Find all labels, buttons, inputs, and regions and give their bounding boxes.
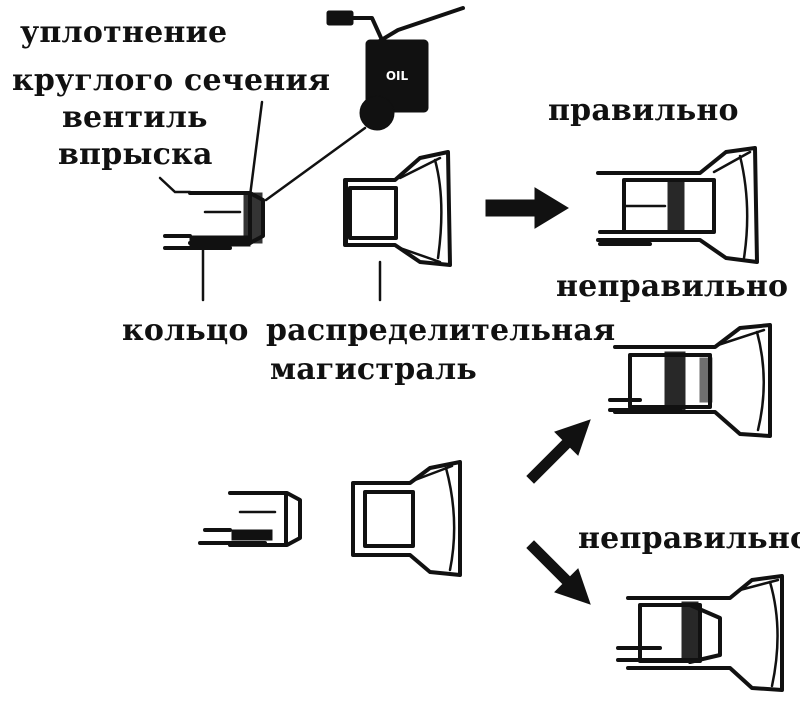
label-cross-section: круглого сечения [12,63,331,98]
arrow-right-icon [485,187,569,229]
oil-can-label: OIL [386,69,409,83]
arrow-up-right-icon [526,419,591,484]
label-correct: правильно [548,93,739,128]
manifold-bottom [351,460,462,577]
label-incorrect-1: неправильно [556,269,789,304]
injector-top [163,191,265,250]
label-distributor: распределительная [266,313,616,348]
oil-can-icon: OIL [264,6,465,202]
assembly-incorrect-2 [616,574,784,692]
label-main: магистраль [270,352,477,387]
label-injection: впрыска [58,137,213,172]
label-seal: уплотнение [20,15,228,50]
assembly-correct [596,146,759,264]
label-incorrect-2: неправильно [578,521,800,556]
leader-lines [158,100,382,302]
manifold-top [343,150,452,267]
injector-bottom [198,491,302,547]
label-ring: кольцо [122,313,249,348]
assembly-incorrect-1 [608,323,772,438]
arrow-down-right-icon [526,540,591,605]
label-valve: вентиль [62,100,208,135]
